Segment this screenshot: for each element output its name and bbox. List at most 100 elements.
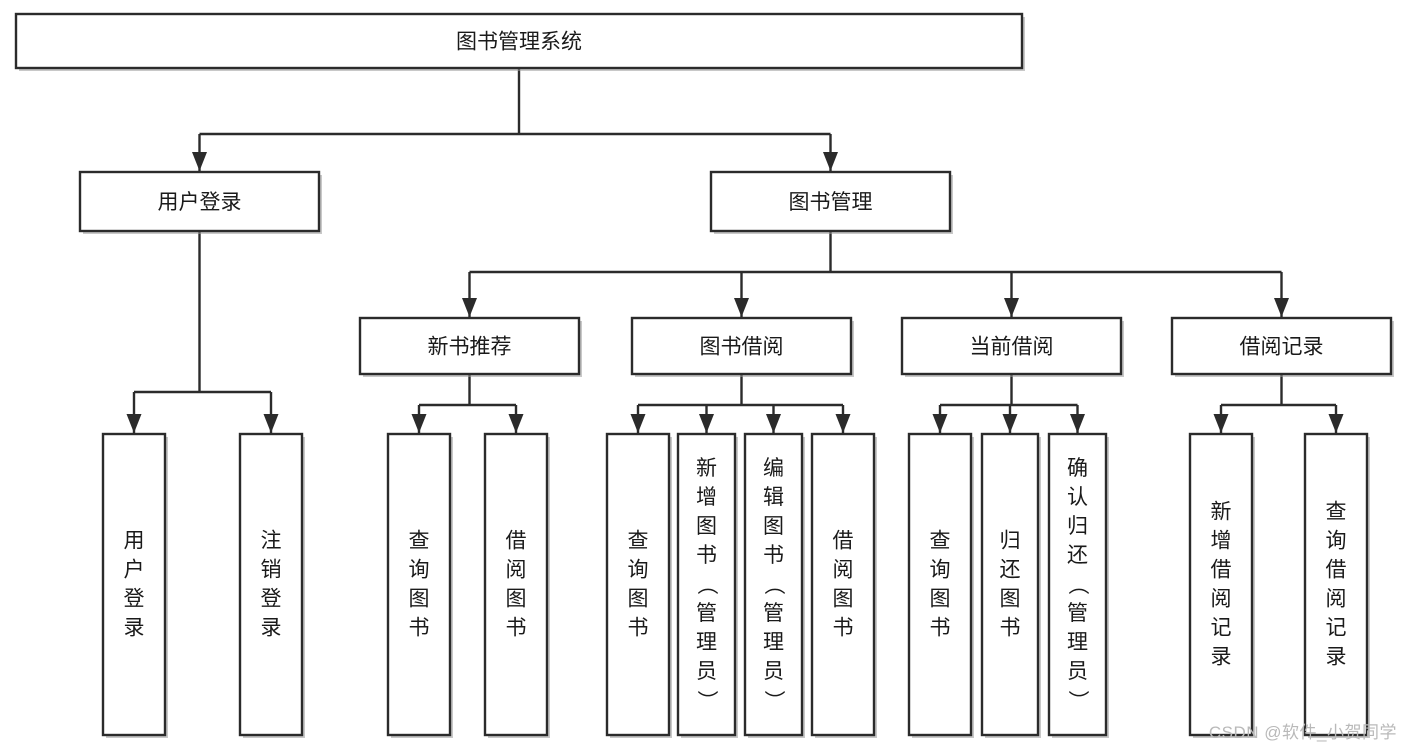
node-box[interactable] xyxy=(980,432,1040,737)
svg-text:注: 注 xyxy=(261,530,282,553)
node-box[interactable] xyxy=(900,316,1123,376)
svg-text:图: 图 xyxy=(628,588,649,611)
svg-text:理: 理 xyxy=(763,631,784,654)
svg-text:图: 图 xyxy=(696,515,717,538)
svg-text:员: 员 xyxy=(696,660,717,683)
node-box[interactable] xyxy=(238,432,304,737)
svg-text:登: 登 xyxy=(261,588,282,611)
arrow-head-icon xyxy=(1213,414,1229,433)
node-level2-1[interactable]: 用户登录 xyxy=(78,170,322,234)
svg-text:书: 书 xyxy=(628,617,649,640)
node-root-1[interactable]: 图书管理系统 xyxy=(14,12,1025,71)
node-box[interactable] xyxy=(676,432,737,737)
node-level3-3[interactable]: 当前借阅 xyxy=(900,316,1124,377)
node-box[interactable] xyxy=(483,432,549,737)
arrow-head-icon xyxy=(508,414,524,433)
svg-text:记: 记 xyxy=(1326,617,1347,640)
svg-text:）: ） xyxy=(1066,690,1089,711)
node-box[interactable] xyxy=(1303,432,1369,737)
node-box[interactable] xyxy=(1047,432,1108,737)
svg-text:询: 询 xyxy=(1326,530,1347,553)
node-box[interactable] xyxy=(810,432,876,737)
edge-group-current xyxy=(932,374,1085,433)
arrow-head-icon xyxy=(1002,414,1018,433)
node-box[interactable] xyxy=(14,12,1024,70)
svg-text:阅: 阅 xyxy=(506,559,527,582)
node-box[interactable] xyxy=(630,316,853,376)
node-level3-2[interactable]: 图书借阅 xyxy=(630,316,854,377)
arrow-head-icon xyxy=(411,414,427,433)
svg-text:管: 管 xyxy=(763,602,784,625)
svg-text:录: 录 xyxy=(124,617,145,640)
svg-text:查: 查 xyxy=(409,530,430,553)
svg-text:理: 理 xyxy=(696,631,717,654)
connector-layer xyxy=(126,68,1344,433)
svg-text:阅: 阅 xyxy=(1326,588,1347,611)
node-box[interactable] xyxy=(1170,316,1393,376)
node-box[interactable] xyxy=(709,170,952,233)
node-level3-4[interactable]: 借阅记录 xyxy=(1170,316,1394,377)
svg-text:用: 用 xyxy=(124,530,145,553)
svg-text:录: 录 xyxy=(261,617,282,640)
svg-text:图: 图 xyxy=(1000,588,1021,611)
arrow-head-icon xyxy=(1070,414,1085,433)
svg-text:归: 归 xyxy=(1067,515,1088,538)
node-box[interactable] xyxy=(78,170,321,233)
node-label: 图书管理 xyxy=(789,191,873,214)
svg-text:）: ） xyxy=(762,690,785,711)
node-label: 新书推荐 xyxy=(428,336,512,359)
svg-text:图: 图 xyxy=(763,515,784,538)
arrow-head-icon xyxy=(192,152,207,171)
edge-group-root xyxy=(192,68,838,171)
edge-group-new-book xyxy=(411,374,524,433)
svg-text:书: 书 xyxy=(696,544,717,567)
node-level4-1[interactable]: 用户登录 xyxy=(101,432,168,738)
svg-text:图: 图 xyxy=(409,588,430,611)
svg-text:新: 新 xyxy=(1211,501,1232,524)
node-box[interactable] xyxy=(907,432,973,737)
node-box[interactable] xyxy=(743,432,804,737)
svg-text:阅: 阅 xyxy=(833,559,854,582)
node-box[interactable] xyxy=(386,432,452,737)
node-box[interactable] xyxy=(1188,432,1254,737)
node-label: 当前借阅 xyxy=(970,336,1054,359)
node-box[interactable] xyxy=(101,432,167,737)
arrow-head-icon xyxy=(462,298,477,317)
node-label-vertical: 用户登录 xyxy=(124,530,145,640)
node-level3-1[interactable]: 新书推荐 xyxy=(358,316,582,377)
svg-text:图: 图 xyxy=(930,588,951,611)
node-box[interactable] xyxy=(605,432,671,737)
node-box[interactable] xyxy=(358,316,581,376)
svg-text:询: 询 xyxy=(409,559,430,582)
svg-text:查: 查 xyxy=(930,530,951,553)
svg-text:阅: 阅 xyxy=(1211,588,1232,611)
node-level2-2[interactable]: 图书管理 xyxy=(709,170,953,234)
svg-text:书: 书 xyxy=(833,617,854,640)
edge-group-borrow xyxy=(630,374,851,433)
node-layer: 图书管理系统用户登录图书管理新书推荐图书借阅当前借阅借阅记录用户登录注销登录查询… xyxy=(14,12,1394,738)
svg-text:查: 查 xyxy=(628,530,649,553)
svg-text:（: （ xyxy=(762,574,785,595)
arrow-head-icon xyxy=(1328,414,1344,433)
